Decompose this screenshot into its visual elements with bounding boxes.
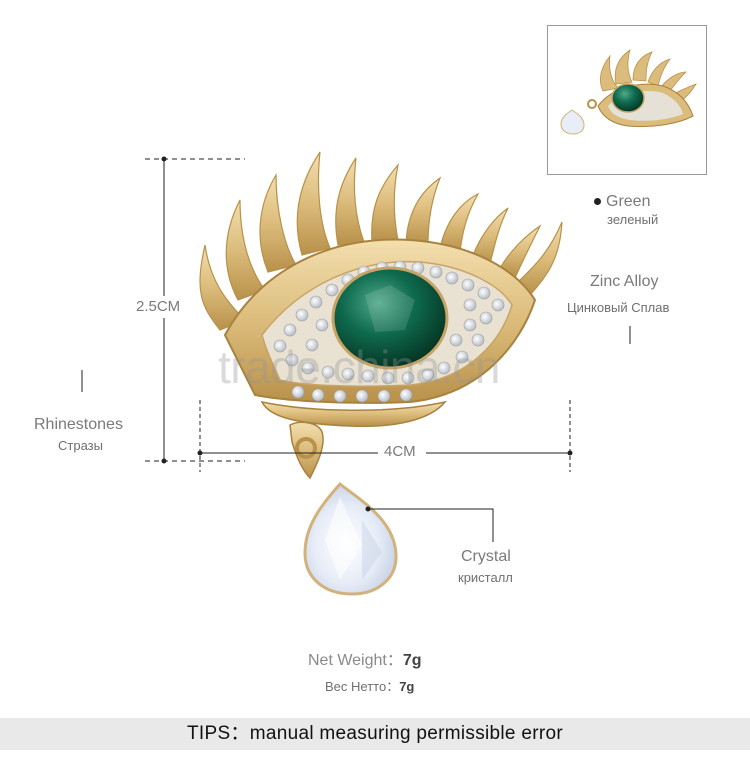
eyelashes	[199, 151, 563, 331]
width-dimension: 4CM	[384, 443, 416, 460]
tips-bar: TIPS：manual measuring permissible error	[0, 718, 750, 750]
color-name-ru: зеленый	[607, 212, 659, 227]
watermark-text: trade.china.cn	[218, 341, 500, 393]
net-weight-label: Net Weight：	[308, 652, 403, 669]
emerald-stone	[331, 266, 449, 370]
net-weight-value-ru: 7g	[399, 679, 415, 694]
pendant-bail	[289, 421, 324, 480]
color-name-en: Green	[606, 193, 651, 210]
rhinestones-label-en: Rhinestones	[34, 416, 123, 433]
material-label-en: Zinc Alloy	[590, 273, 659, 290]
material-label-ru: Цинковый Сплав	[567, 300, 670, 315]
color-thumbnail[interactable]	[547, 25, 707, 175]
net-weight-label-ru: Вес Нетто：	[325, 679, 400, 694]
crystal-label-en: Crystal	[461, 548, 511, 565]
height-dimension: 2.5CM	[136, 298, 181, 315]
net-weight: Net Weight：7g	[308, 646, 422, 670]
crystal-label-ru: кристалл	[458, 570, 513, 585]
color-label: Green	[594, 193, 650, 211]
net-weight-ru: Вес Нетто：7g	[325, 676, 414, 695]
rhinestones-label-ru: Стразы	[58, 438, 103, 453]
net-weight-value: 7g	[402, 652, 422, 669]
color-dot-icon	[594, 198, 601, 206]
thumbnail-image	[560, 49, 697, 135]
